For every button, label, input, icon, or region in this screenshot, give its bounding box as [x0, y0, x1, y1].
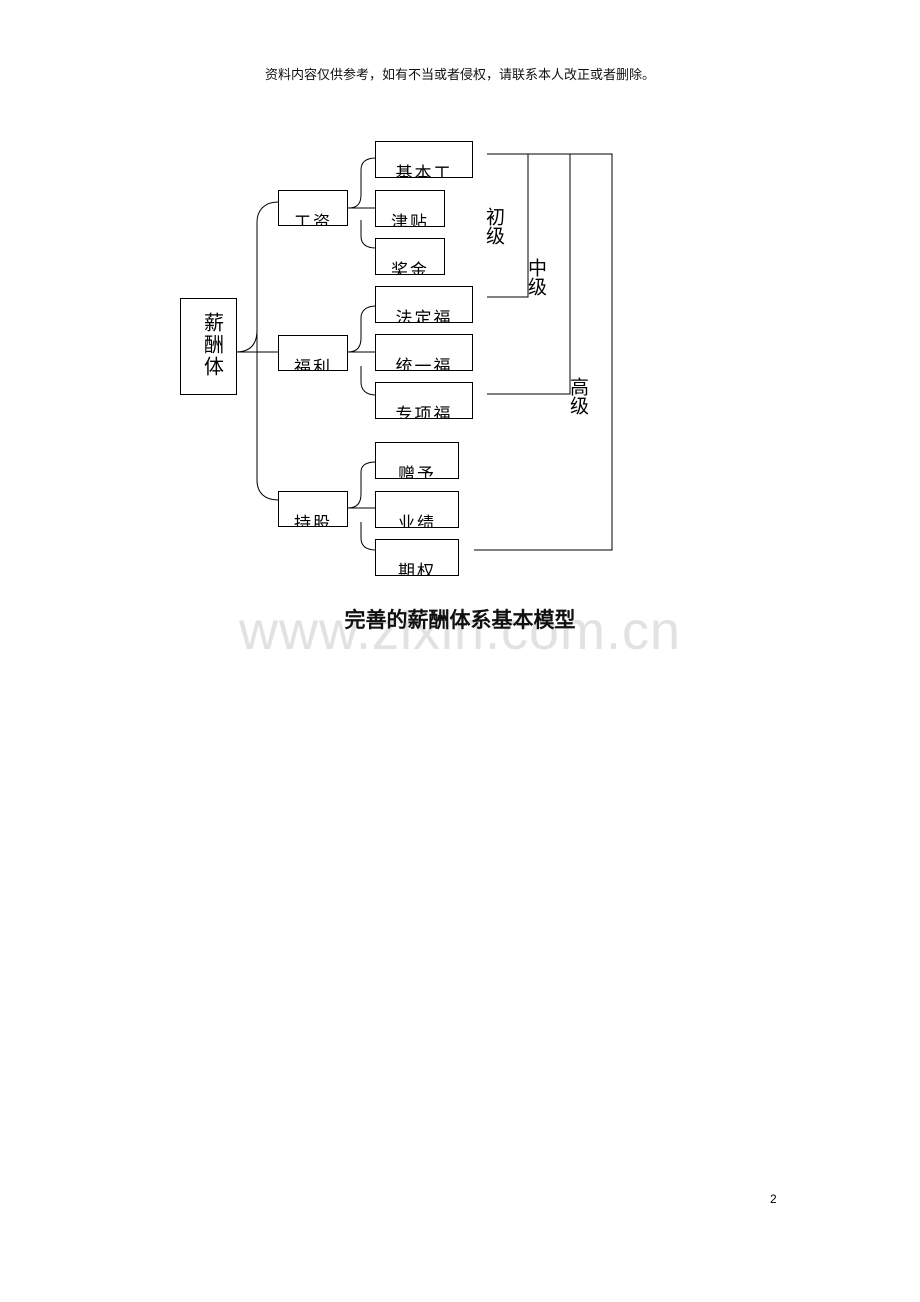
header-disclaimer: 资料内容仅供参考，如有不当或者侵权，请联系本人改正或者删除。 [264, 68, 655, 83]
level-line-senior [474, 153, 613, 551]
level-line-junior [487, 153, 529, 298]
salary-system-diagram: 薪酬体 工资 福利 持股 基本工 津贴 奖金 法定福 统一福 专项福 赠予 业绩… [0, 0, 920, 600]
level-label-mid: 中级 [525, 258, 547, 296]
branch-node-wage: 工资 [278, 190, 348, 226]
page-number: 2 [770, 1192, 777, 1206]
diagram-caption: 完善的薪酬体系基本模型 [344, 608, 576, 632]
root-brace [235, 201, 279, 501]
leaf-label: 津贴 [391, 213, 429, 227]
leaf-label: 统一福 [395, 357, 453, 371]
root-label: 薪酬体 [200, 312, 225, 378]
leaf-label: 期权 [398, 562, 436, 576]
leaf-label: 奖金 [391, 261, 429, 275]
leaf-node: 基本工 [375, 141, 473, 178]
leaf-label: 基本工 [395, 164, 453, 178]
leaf-node: 期权 [375, 539, 459, 576]
branch-brace-welfare [347, 305, 377, 396]
leaf-node: 专项福 [375, 382, 473, 419]
leaf-label: 赠予 [398, 465, 436, 479]
connector-lines [235, 153, 613, 551]
leaf-node: 赠予 [375, 442, 459, 479]
branch-brace-wage [347, 157, 377, 249]
leaf-node: 法定福 [375, 286, 473, 323]
level-label-senior: 高级 [567, 377, 589, 415]
branch-label: 持股 [294, 514, 332, 527]
root-node: 薪酬体 [180, 298, 237, 395]
watermark: www.zixin.com.cn [238, 601, 682, 661]
level-line-mid [487, 153, 571, 395]
leaf-label: 业绩 [398, 514, 436, 528]
leaf-label: 专项福 [395, 405, 453, 419]
branch-label: 福利 [294, 358, 332, 371]
leaf-label: 法定福 [395, 309, 453, 323]
leaf-node: 统一福 [375, 334, 473, 371]
branch-label: 工资 [294, 213, 332, 226]
leaf-node: 奖金 [375, 238, 445, 275]
level-label-junior: 初级 [483, 207, 505, 245]
leaf-node: 业绩 [375, 491, 459, 528]
branch-node-welfare: 福利 [278, 335, 348, 371]
branch-node-stock: 持股 [278, 491, 348, 527]
leaf-node: 津贴 [375, 190, 445, 227]
branch-brace-stock [347, 461, 377, 551]
